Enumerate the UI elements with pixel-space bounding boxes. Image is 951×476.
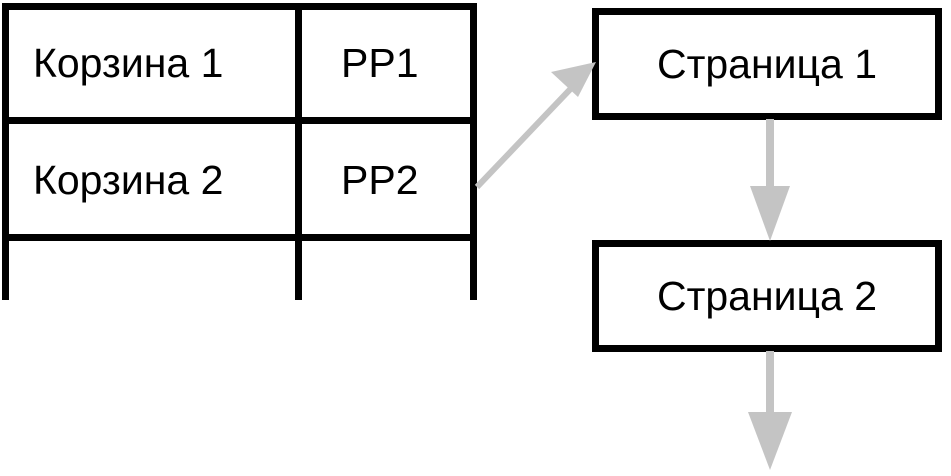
- table-border-left: [2, 3, 9, 300]
- table-border-top: [2, 3, 477, 10]
- arrow-page1-to-page2: [750, 119, 790, 241]
- arrow-pp2-to-page1: [474, 62, 596, 190]
- table-row-divider-1: [2, 117, 477, 124]
- table-cell-basket-2: Корзина 2: [33, 157, 224, 203]
- page-box-2: Страница 2: [592, 240, 942, 352]
- table-column-divider: [295, 3, 302, 300]
- table-cell-basket-1: Корзина 1: [33, 40, 224, 86]
- arrow-page2-to-next: [748, 351, 792, 470]
- table-cell-pp-2: PP2: [341, 157, 419, 203]
- page-box-2-label: Страница 2: [656, 272, 877, 319]
- basket-pp-table: Корзина 1 PP1 Корзина 2 PP2: [2, 3, 477, 300]
- table-border-right: [470, 3, 477, 300]
- table-cell-pp-1: PP1: [341, 40, 419, 86]
- table-row-divider-2: [2, 234, 477, 241]
- page-box-1-label: Страница 1: [656, 40, 877, 87]
- page-box-1: Страница 1: [592, 8, 942, 120]
